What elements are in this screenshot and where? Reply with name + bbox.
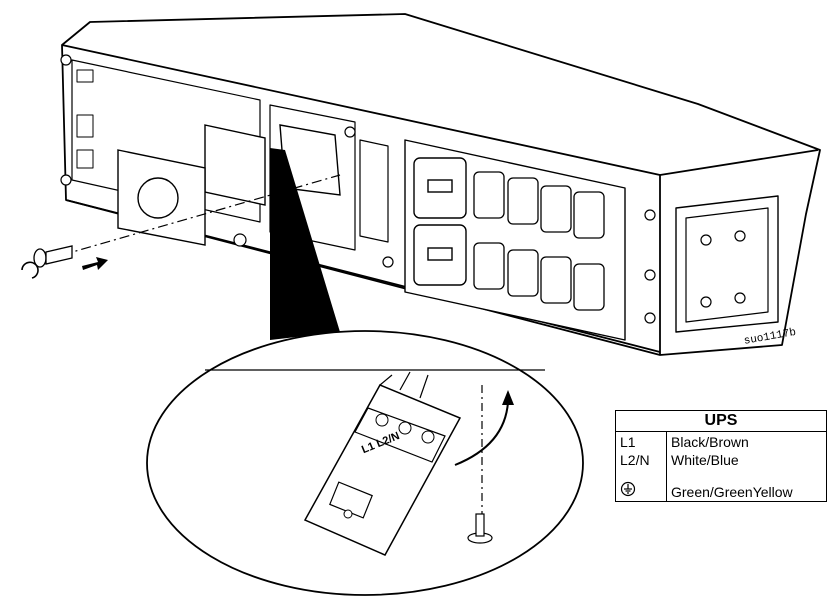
legend-label-l2n: L2/N [620, 452, 650, 468]
ground-icon [620, 481, 636, 497]
insert-arrow-icon [82, 257, 108, 270]
legend-value-l1: Black/Brown [671, 434, 749, 450]
zoom-wedge [270, 148, 340, 340]
legend-value-ground: Green/GreenYellow [671, 484, 793, 500]
terminal-block [117, 124, 341, 246]
rotate-arrow-icon [21, 261, 39, 279]
legend-label-l1: L1 [620, 434, 636, 450]
wire-color-legend: UPS L1 Black/Brown L2/N White/Blue Green… [615, 410, 827, 502]
legend-title: UPS [616, 411, 826, 432]
cover-screw-icon [33, 245, 73, 268]
terminal-screw-icon [467, 513, 493, 544]
c19-outlets [413, 157, 467, 286]
chassis-screws [60, 54, 746, 324]
legend-value-l2n: White/Blue [671, 452, 739, 468]
detail-view [146, 330, 584, 596]
legend-divider [666, 432, 667, 502]
c13-outlets [473, 171, 605, 311]
legend-body: L1 Black/Brown L2/N White/Blue Green/Gre… [616, 432, 826, 502]
